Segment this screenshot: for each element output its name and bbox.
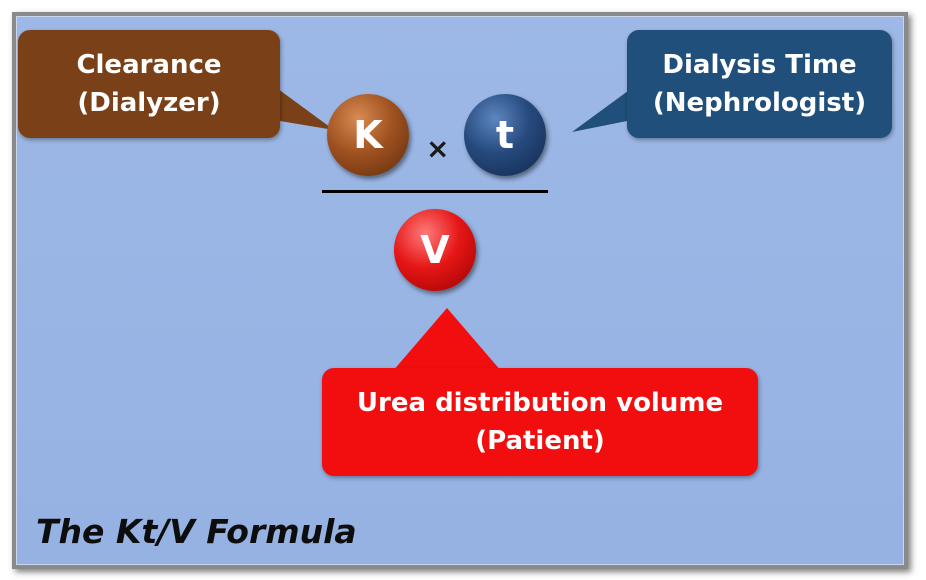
clearance-sublabel: (Dialyzer) [77, 88, 221, 118]
formula-title: The Kt/V Formula [36, 512, 357, 551]
t-circle: t [464, 94, 546, 176]
slide: Clearance (Dialyzer) Dialysis Time (Neph… [12, 12, 908, 569]
fraction-bar [322, 190, 548, 193]
callout-pointers [274, 86, 632, 372]
clearance-pointer [274, 86, 334, 130]
dialysis-time-sublabel: (Nephrologist) [652, 88, 867, 118]
clearance-callout: Clearance (Dialyzer) [18, 30, 280, 138]
dialysis-time-callout: Dialysis Time (Nephrologist) [627, 30, 892, 138]
urea-volume-callout: Urea distribution volume (Patient) [322, 368, 758, 476]
urea-volume-sublabel: (Patient) [475, 426, 605, 456]
time-pointer [572, 88, 632, 132]
multiply-symbol: × [426, 132, 450, 165]
clearance-label: Clearance [76, 50, 222, 80]
volume-pointer [392, 308, 502, 372]
v-circle: V [394, 209, 476, 291]
urea-volume-label: Urea distribution volume [356, 388, 724, 418]
k-circle: K [327, 94, 409, 176]
dialysis-time-label: Dialysis Time [662, 50, 857, 80]
